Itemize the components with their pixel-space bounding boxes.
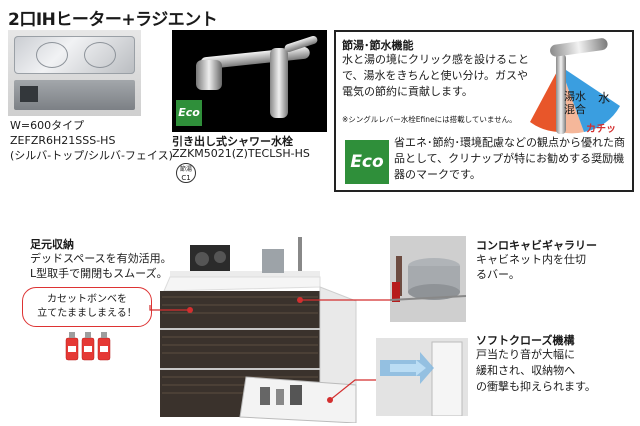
mix-water-label: 水	[598, 91, 610, 105]
cabinet-gallery-text: キャビネット内を仕切 るバー。	[476, 253, 586, 281]
info-box	[334, 30, 634, 192]
info-heading: 節湯･節水機能	[342, 39, 414, 52]
info-note: ※シングルレバー水栓Efineには搭載していません。	[342, 115, 517, 124]
foot-storage-title: 足元収納	[30, 238, 74, 251]
info-body: 水と湯の境にクリック感を設けることで、湯水をきちんと使い分け。ガスや電気の節約に…	[342, 53, 529, 98]
eco-icon: Eco	[345, 140, 389, 184]
mix-mixed-top-label: 湯水	[564, 90, 586, 103]
water-saving-mark-icon: 節湯 C1	[176, 163, 196, 183]
cabinet-gallery-title: コンロキャビギャラリー	[476, 239, 597, 252]
cooktop-finish: (シルバ-トップ/シルバ-フェイス)	[10, 149, 173, 162]
mix-click-label: カチッ	[586, 123, 616, 135]
cooktop-photo	[8, 30, 141, 116]
faucet-model: ZZKM5021(Z)TECLSH-HS	[172, 147, 310, 160]
cassette-callout: カセットボンベを 立てたまましまえる！	[22, 287, 152, 327]
cooktop-width: W=600タイプ	[10, 119, 85, 132]
kitchen-cabinet-image	[160, 237, 357, 423]
soft-close-title: ソフトクローズ機構	[476, 334, 575, 347]
foot-storage-text: デッドスペースを有効活用。 L型取手で開閉もスムーズ。	[30, 252, 172, 280]
mix-lever-icon: 湯 湯水 混合 水 カチッ	[522, 38, 620, 135]
cooktop-model: ZEFZR6H21SSS-HS	[10, 134, 116, 147]
soft-close-photo	[376, 338, 468, 416]
soft-close-text: 戸当たり音が大幅に 緩和され、収納物へ の衝撃も抑えられます。	[476, 348, 596, 393]
eco-icon: Eco	[176, 100, 202, 126]
mix-mixed-bottom-label: 混合	[564, 102, 586, 116]
faucet-title: 引き出し式シャワー水栓	[172, 135, 293, 148]
mix-hot-label: 湯	[522, 105, 534, 119]
gas-canister-icon	[65, 332, 111, 361]
page-title: 2口IHヒーター+ラジエント	[8, 10, 218, 30]
cabinet-gallery-photo	[390, 236, 466, 322]
eco-description: 省エネ･節約･環境配慮などの観点から優れた商品として、クリナップが特にお勧めする…	[394, 136, 625, 181]
cooktop-specs: W=600タイプ ZEFZR6H21SSS-HS (シルバ-トップ/シルバ-フェ…	[10, 118, 173, 163]
